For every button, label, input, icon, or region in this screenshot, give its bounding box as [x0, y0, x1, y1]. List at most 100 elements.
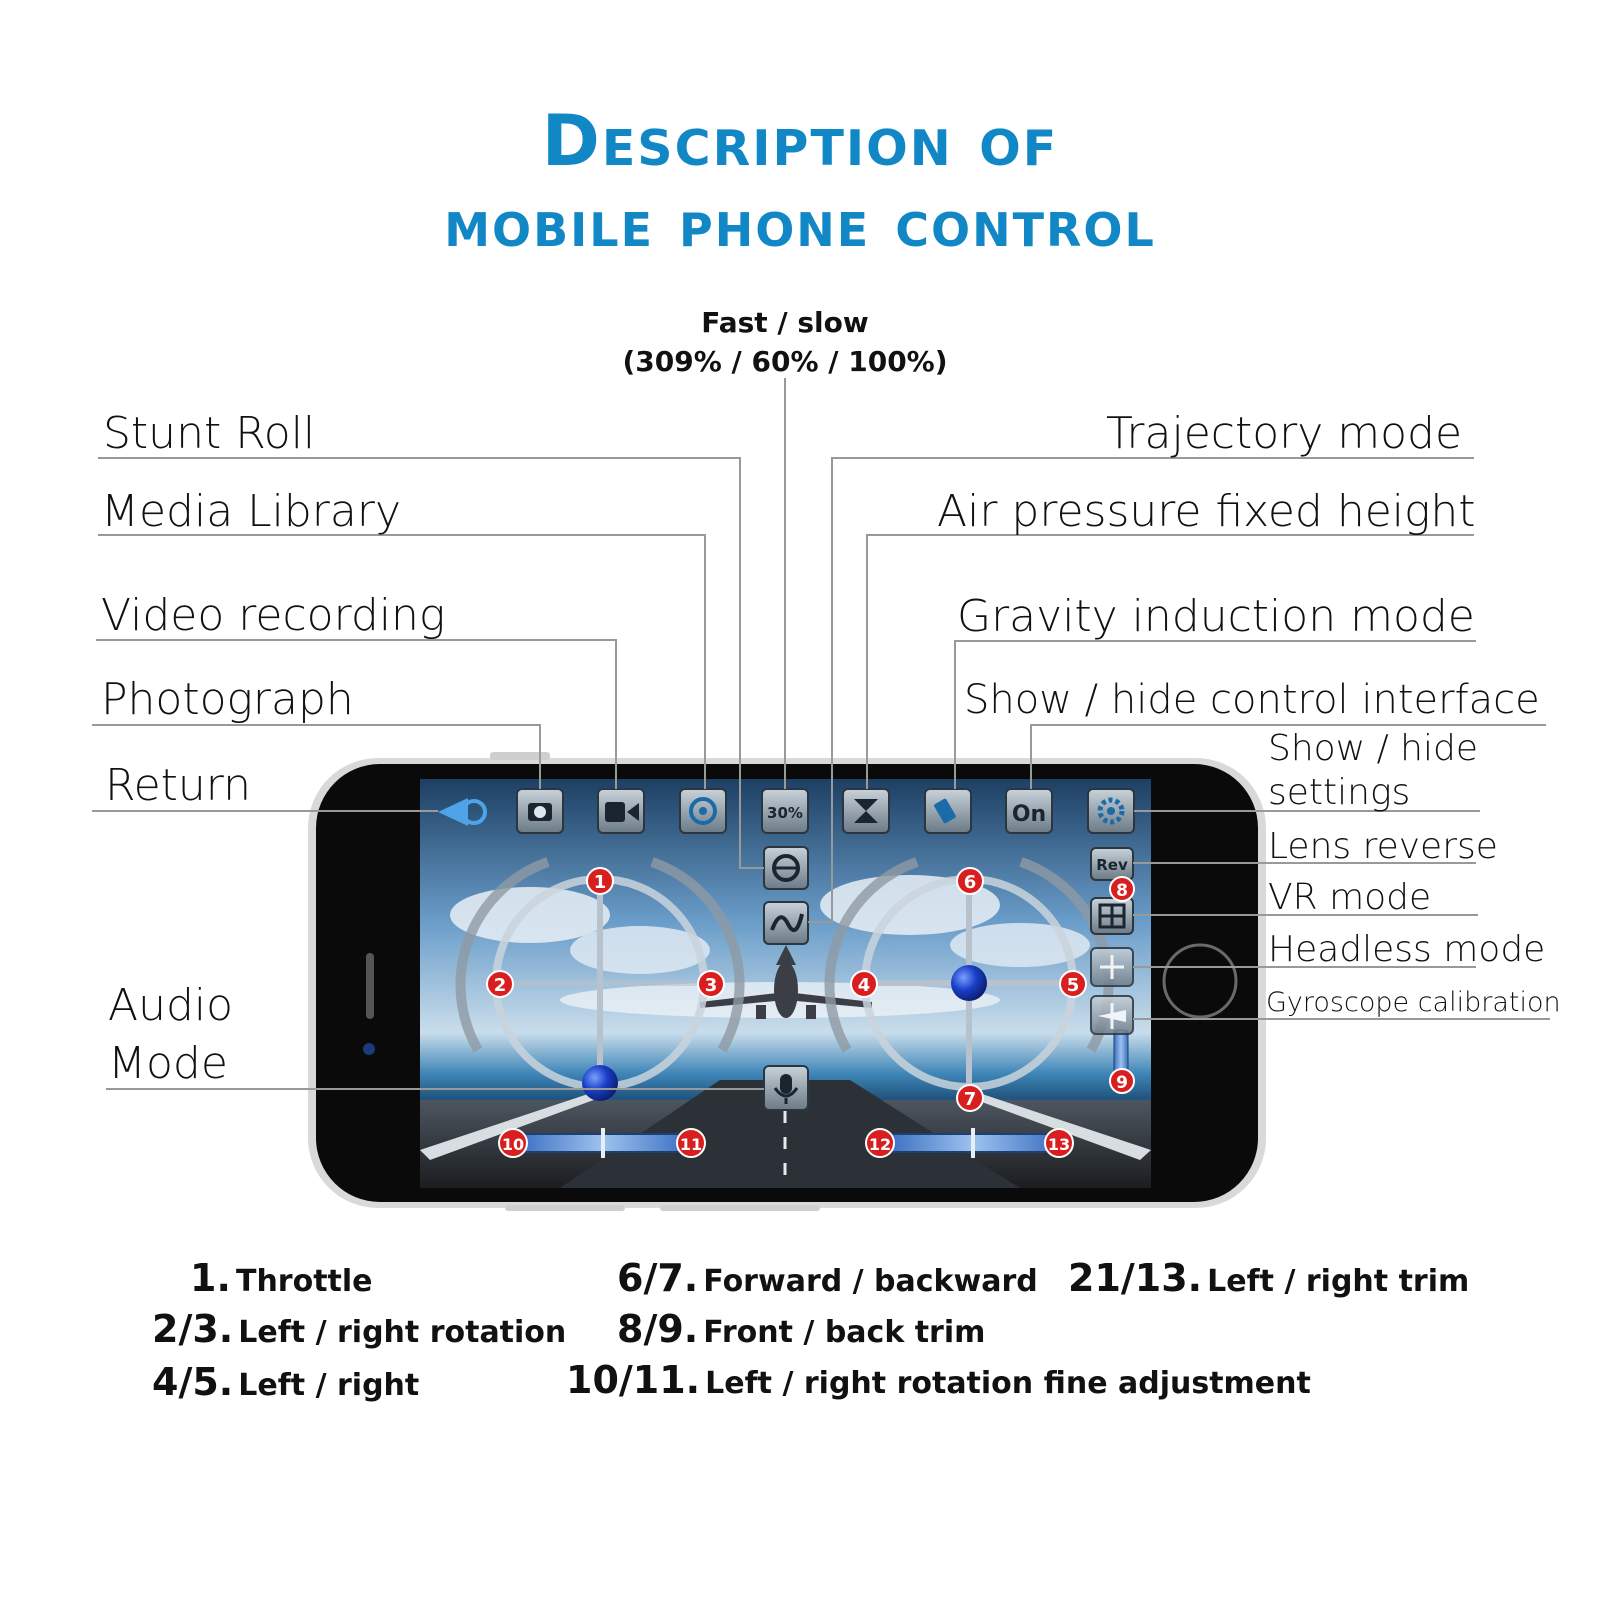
label-headless-mode: Headless mode	[1268, 929, 1546, 970]
label-audio: Audio	[108, 980, 234, 1031]
marker-1-label: 1	[594, 872, 607, 893]
legend-item-left-right-rotation: 2/3. Left / right rotation	[152, 1307, 566, 1351]
legend-num: 1.	[190, 1256, 231, 1300]
throttle-stick-ball[interactable]	[582, 1065, 618, 1101]
label-gravity-induction: Gravity induction mode	[957, 591, 1475, 642]
marker-11-label: 11	[680, 1135, 702, 1154]
marker-8-label: 8	[1116, 881, 1128, 901]
legend-text: Forward / backward	[703, 1264, 1038, 1299]
marker-6: 6	[956, 867, 984, 895]
legend-item-rotation-fine-adjustment: 10/11. Left / right rotation fine adjust…	[566, 1358, 1311, 1402]
gravity-induction-button[interactable]	[924, 788, 972, 834]
label-media-library: Media Library	[101, 486, 401, 537]
marker-8: 8	[1109, 876, 1135, 902]
marker-6-label: 6	[964, 872, 977, 893]
marker-7-label: 7	[964, 1089, 977, 1110]
gyroscope-calibration-button[interactable]	[1090, 995, 1134, 1035]
marker-7: 7	[956, 1084, 984, 1112]
marker-3: 3	[697, 970, 725, 998]
label-video-recording: Video recording	[101, 590, 446, 641]
legend-text: Front / back trim	[703, 1315, 986, 1350]
stunt-roll-button[interactable]	[763, 846, 809, 890]
return-button[interactable]	[438, 798, 487, 826]
label-show-hide-settings-line1: Show / hide	[1268, 728, 1478, 769]
label-mode: Mode	[108, 1038, 228, 1089]
headless-mode-button[interactable]	[1090, 947, 1134, 987]
marker-5-label: 5	[1067, 975, 1080, 996]
diagram-title-line2: mobile phone control	[444, 185, 1156, 262]
leader-air-pressure	[866, 534, 1474, 789]
legend-text: Left / right	[238, 1368, 420, 1403]
leader-lines	[92, 378, 1550, 1090]
label-photograph: Photograph	[101, 674, 354, 725]
legend-num: 2/3.	[152, 1307, 234, 1351]
legend-num: 6/7.	[617, 1256, 699, 1300]
label-gyroscope-calibration: Gyroscope calibration	[1266, 987, 1561, 1018]
settings-button[interactable]	[1087, 788, 1135, 834]
legend-item-left-right: 4/5. Left / right	[152, 1360, 419, 1404]
marker-12-label: 12	[869, 1135, 891, 1154]
leader-show-hide-control	[1030, 724, 1546, 789]
on-button-label: On	[1012, 802, 1046, 827]
trajectory-mode-button[interactable]	[763, 901, 809, 945]
audio-mode-button[interactable]	[763, 1065, 809, 1111]
leader-photograph	[92, 724, 541, 789]
marker-9: 9	[1109, 1068, 1135, 1094]
legend-num: 21/13.	[1068, 1256, 1203, 1300]
rev-button-label: Rev	[1096, 856, 1128, 874]
speed-button-label: 30%	[767, 804, 803, 822]
leader-video-recording	[96, 639, 617, 789]
vr-mode-button[interactable]	[1090, 897, 1134, 935]
legend-item-front-back-trim: 8/9. Front / back trim	[617, 1307, 985, 1351]
legend-num: 4/5.	[152, 1360, 234, 1404]
label-trajectory-mode: Trajectory mode	[1106, 408, 1463, 459]
marker-4-label: 4	[858, 975, 871, 996]
label-show-hide-control: Show / hide control interface	[964, 677, 1540, 723]
marker-11: 11	[676, 1128, 706, 1158]
marker-9-label: 9	[1116, 1073, 1128, 1093]
direction-stick-ball[interactable]	[951, 965, 987, 1001]
marker-13: 13	[1044, 1128, 1074, 1158]
media-library-button[interactable]	[679, 788, 727, 834]
vertical-trim-slider[interactable]	[1113, 1029, 1129, 1073]
legend-num: 8/9.	[617, 1307, 699, 1351]
show-hide-control-button[interactable]: On	[1005, 788, 1053, 834]
marker-5: 5	[1059, 970, 1087, 998]
legend-text: Left / right trim	[1207, 1264, 1470, 1299]
label-vr-mode: VR mode	[1268, 877, 1432, 918]
fast-slow-values: (309% / 60% / 100%)	[622, 345, 948, 378]
marker-10-label: 10	[502, 1135, 524, 1154]
video-recording-button[interactable]	[597, 788, 645, 834]
legend-item-left-right-trim: 21/13. Left / right trim	[1068, 1256, 1469, 1300]
speaker-slot	[366, 953, 374, 1019]
legend-text: Left / right rotation fine adjustment	[705, 1366, 1311, 1401]
leader-media-library	[98, 534, 706, 789]
marker-3-label: 3	[705, 975, 718, 996]
marker-1: 1	[586, 867, 614, 895]
legend-text: Throttle	[235, 1264, 373, 1299]
lens-reverse-button[interactable]: Rev	[1090, 847, 1134, 881]
label-show-hide-settings-line2: settings	[1268, 772, 1411, 813]
marker-2-label: 2	[494, 975, 507, 996]
diagram-title-line1: Description of	[541, 100, 1059, 182]
front-camera	[363, 1043, 375, 1055]
fast-slow-label: Fast / slow	[701, 306, 869, 339]
marker-10: 10	[498, 1128, 528, 1158]
marker-2: 2	[486, 970, 514, 998]
label-return: Return	[105, 760, 252, 811]
marker-13-label: 13	[1048, 1135, 1070, 1154]
air-pressure-button[interactable]	[842, 788, 890, 834]
legend-item-forward-backward: 6/7. Forward / backward	[617, 1256, 1038, 1300]
legend-num: 10/11.	[566, 1358, 701, 1402]
label-air-pressure: Air pressure fixed height	[937, 486, 1476, 537]
photograph-button[interactable]	[516, 788, 564, 834]
home-button	[1162, 943, 1238, 1019]
label-lens-reverse: Lens reverse	[1268, 826, 1498, 867]
legend-item-throttle: 1. Throttle	[190, 1256, 373, 1300]
marker-12: 12	[865, 1128, 895, 1158]
leader-trajectory-mode	[808, 457, 1474, 923]
speed-button[interactable]: 30%	[761, 788, 809, 834]
label-stunt-roll: Stunt Roll	[103, 408, 316, 459]
legend-text: Left / right rotation	[238, 1315, 567, 1350]
marker-4: 4	[850, 970, 878, 998]
